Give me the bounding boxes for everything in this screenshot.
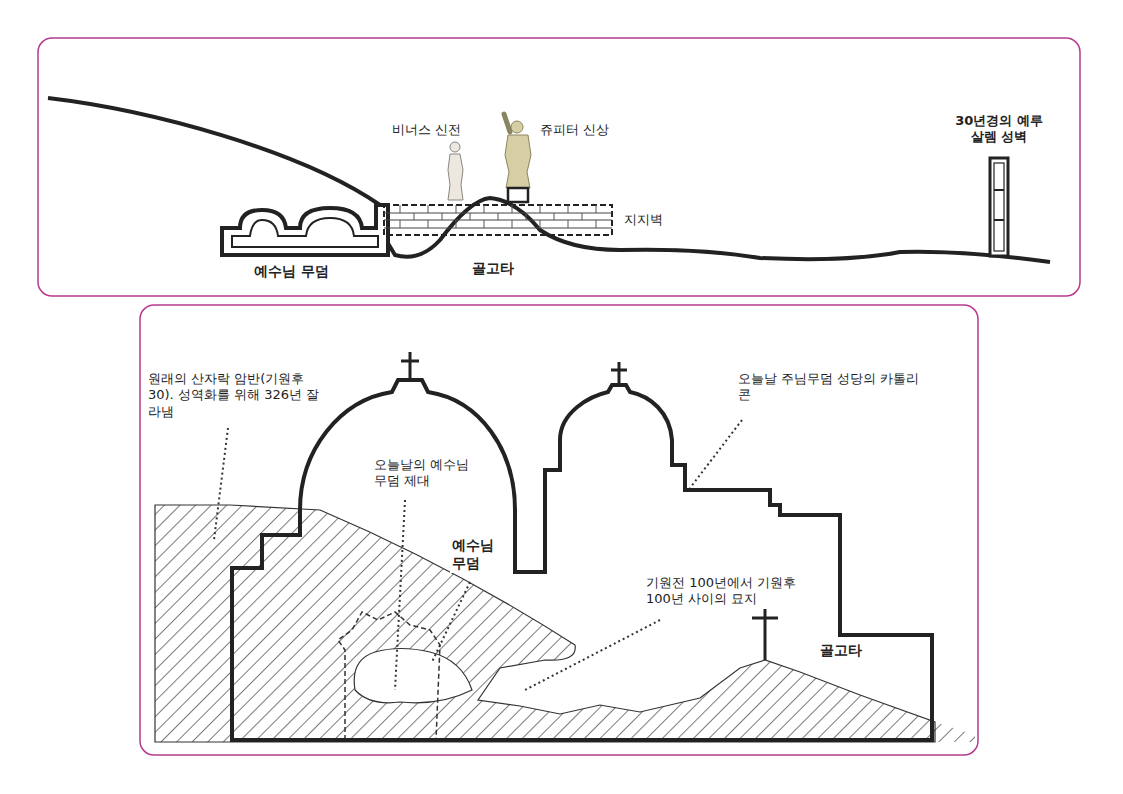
label: 쥬피터 신상	[538, 121, 611, 139]
jupiter-statue	[504, 114, 531, 202]
cross	[401, 352, 778, 660]
label: 오늘날 주님무덤 성당의 카톨리콘	[736, 370, 924, 405]
bedrock	[935, 722, 975, 742]
leader-line	[214, 420, 742, 690]
terrain-line	[48, 98, 380, 205]
supporting-wall	[384, 205, 612, 235]
label: 지지벽	[622, 211, 665, 229]
label: 오늘날의 예수님 무덤 제대	[372, 456, 484, 491]
label: 예수님 무덤	[450, 536, 504, 573]
label: 골고타	[818, 641, 864, 661]
city-wall	[990, 158, 1008, 256]
label: 기원전 100년에서 기원후 100년 사이의 묘지	[644, 574, 812, 609]
church-outline	[232, 380, 932, 740]
panel-frame	[38, 38, 1080, 296]
panel-frame	[140, 305, 978, 755]
terrain-line	[386, 198, 1050, 262]
label: 원래의 산자락 암반(기원후 30). 성역화를 위해 326년 잘라냄	[146, 370, 324, 421]
label: 30년경의 예루살렘 성벽	[948, 112, 1050, 147]
label: 비너스 신전	[390, 121, 463, 139]
label: 골고타	[470, 259, 516, 279]
aedicule-outline	[338, 612, 440, 740]
label: 예수님 무덤	[252, 262, 331, 282]
tomb-chamber	[232, 218, 378, 247]
tomb-outline	[222, 205, 388, 255]
venus-statue	[448, 142, 463, 200]
